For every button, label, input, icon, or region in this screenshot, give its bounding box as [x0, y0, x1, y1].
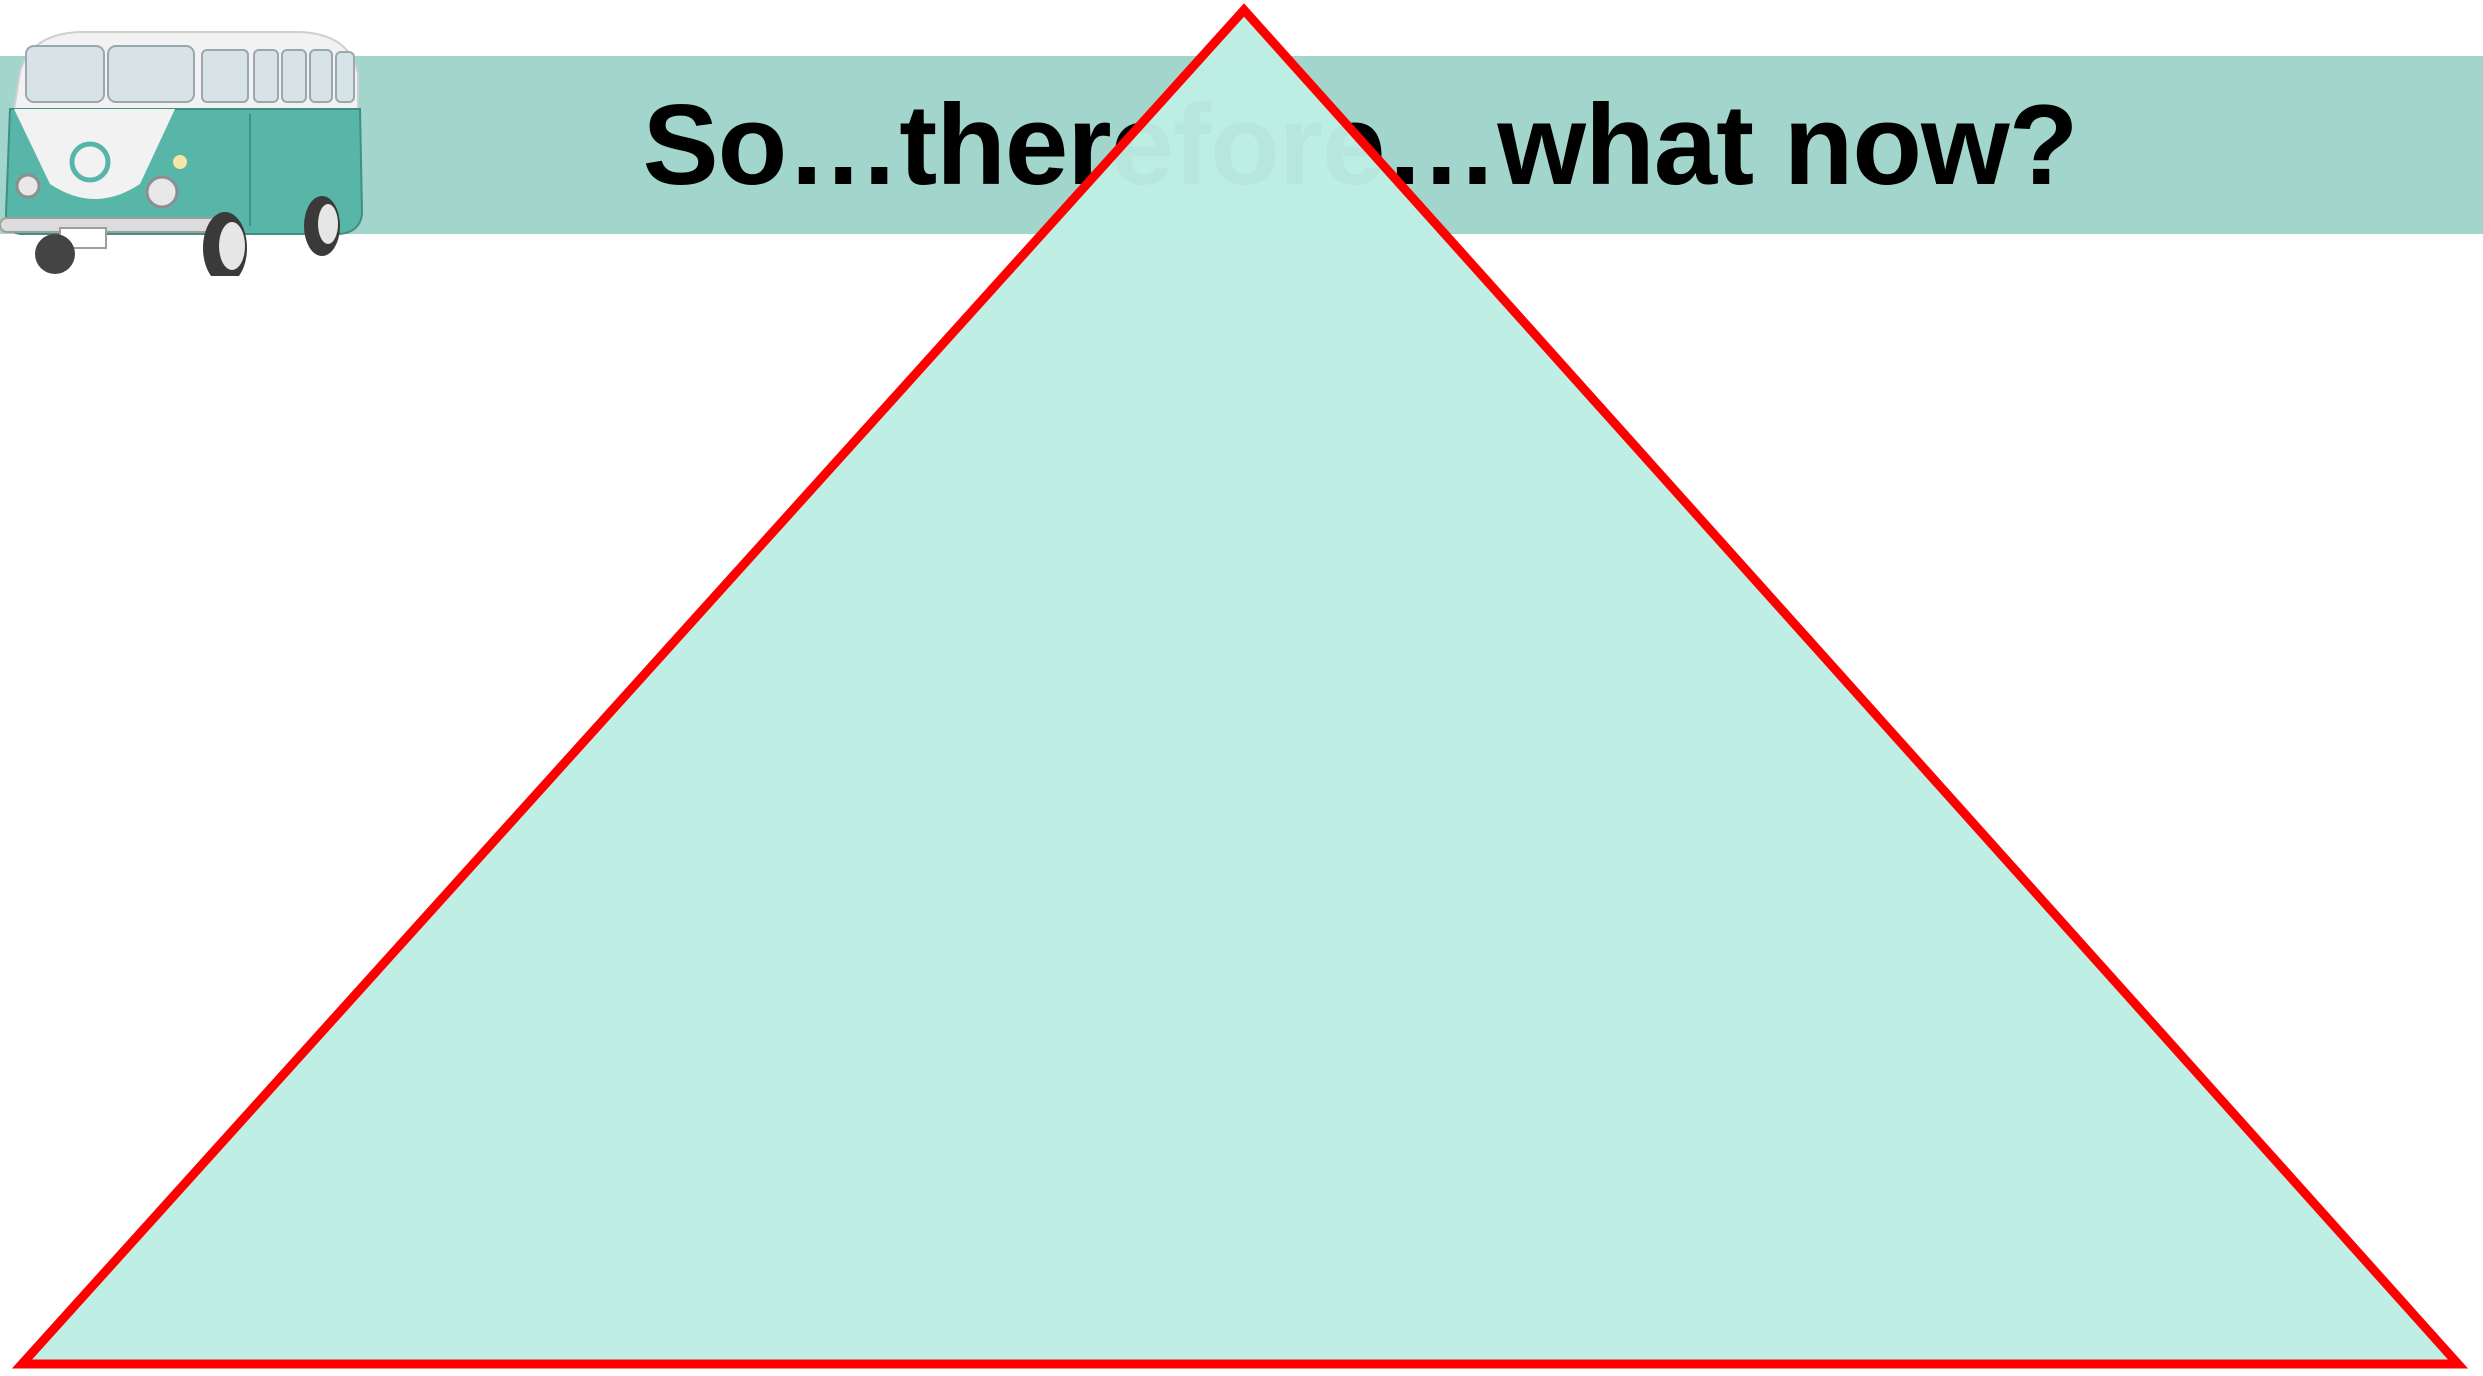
van-side-window — [202, 50, 248, 102]
van-side-window — [282, 50, 306, 102]
van-hubcap — [219, 222, 245, 270]
van-indicator — [173, 155, 187, 169]
van-headlight — [147, 177, 177, 207]
van-side-window — [336, 52, 354, 102]
pyramid-shape[interactable] — [22, 10, 2458, 1364]
van-side-window — [310, 50, 332, 102]
van-hubcap — [318, 204, 338, 244]
van-windshield-right — [108, 46, 194, 102]
van-windshield-left — [26, 46, 104, 102]
camper-van-icon — [0, 14, 370, 276]
van-wheel — [35, 234, 75, 274]
van-side-window — [254, 50, 278, 102]
van-bumper — [0, 218, 232, 232]
van-headlight — [17, 175, 39, 197]
